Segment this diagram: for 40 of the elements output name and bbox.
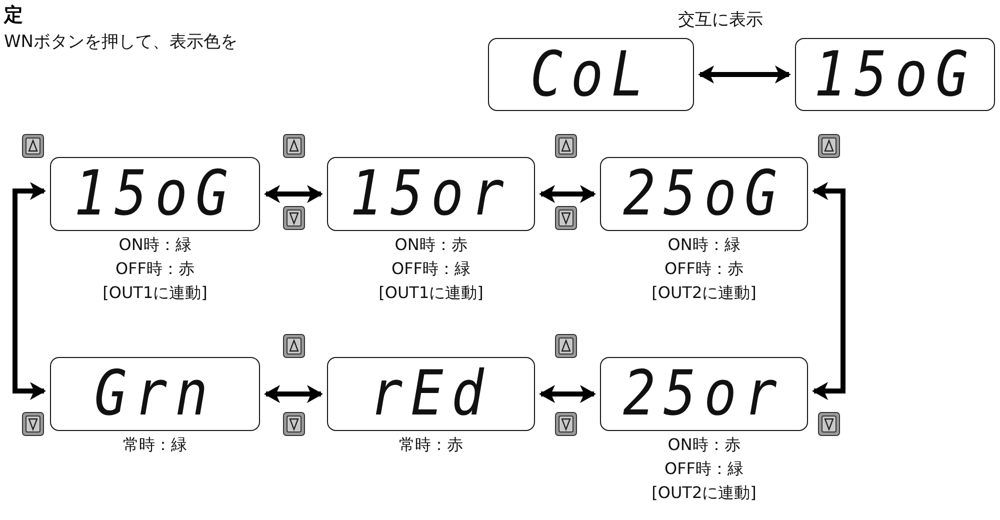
segment-display-text: CoL bbox=[530, 43, 652, 106]
lcd-display bbox=[327, 157, 535, 231]
caption-text: ON時：緑 bbox=[118, 234, 192, 256]
lcd-display bbox=[600, 357, 808, 431]
lcd-display bbox=[488, 38, 694, 111]
caption-text: [OUT2に連動] bbox=[650, 482, 758, 504]
heading: 定 bbox=[4, 3, 23, 28]
segment-display-text: 15or bbox=[350, 162, 512, 226]
segment-display-text: 15oG bbox=[74, 162, 236, 226]
lcd-display bbox=[327, 357, 535, 431]
caption-text: [OUT1に連動] bbox=[102, 282, 208, 304]
loop-arrow bbox=[812, 182, 846, 400]
caption-text: OFF時：赤 bbox=[114, 258, 196, 280]
caption-text: OFF時：緑 bbox=[390, 258, 472, 280]
caption-text: [OUT2に連動] bbox=[650, 282, 758, 304]
segment-display-text: 25oG bbox=[622, 162, 786, 226]
caption-text: OFF時：赤 bbox=[664, 258, 744, 280]
lcd-display bbox=[600, 157, 808, 231]
annotation-text: 交互に表示 bbox=[678, 9, 763, 31]
caption-text: ON時：赤 bbox=[666, 434, 742, 456]
loop-arrow bbox=[12, 182, 46, 400]
caption-text: OFF時：緑 bbox=[664, 458, 744, 480]
caption-text: 常時：赤 bbox=[398, 434, 464, 456]
lcd-display bbox=[50, 157, 260, 231]
caption-text: [OUT1に連動] bbox=[378, 282, 484, 304]
lcd-display bbox=[795, 38, 995, 111]
segment-display-text: 25or bbox=[622, 362, 786, 426]
double-arrow bbox=[264, 385, 323, 403]
double-arrow bbox=[264, 185, 323, 203]
segment-display-text: Grn bbox=[94, 362, 216, 426]
segment-display-text: 15oG bbox=[814, 43, 976, 106]
double-arrow bbox=[539, 385, 596, 403]
instruction-text: WNボタンを押して、表示色を bbox=[4, 31, 238, 53]
segment-display-text: rEd bbox=[370, 362, 492, 426]
caption-text: ON時：赤 bbox=[394, 234, 468, 256]
caption-text: ON時：緑 bbox=[666, 234, 742, 256]
double-arrow bbox=[698, 66, 791, 84]
caption-text: 常時：緑 bbox=[122, 434, 188, 456]
double-arrow bbox=[539, 185, 596, 203]
lcd-display bbox=[50, 357, 260, 431]
